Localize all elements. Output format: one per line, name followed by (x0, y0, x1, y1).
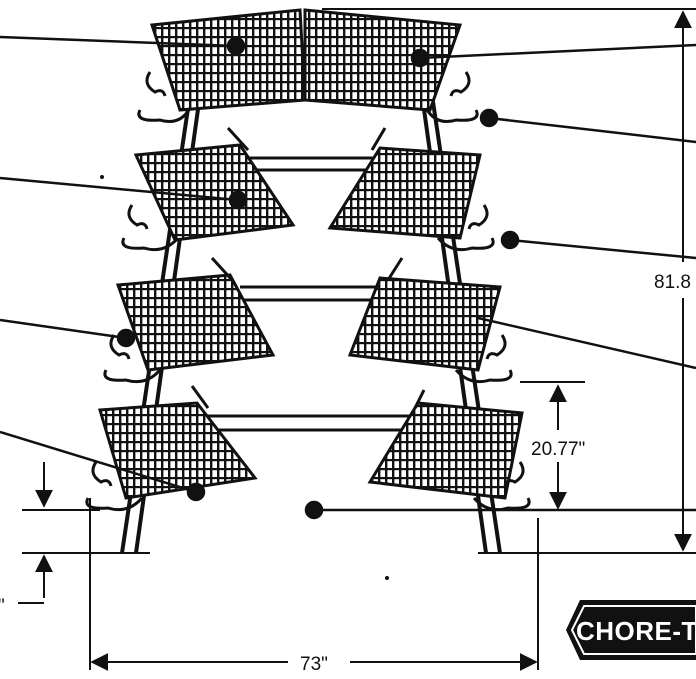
cage-tier-3 (115, 256, 502, 372)
logo-text: CHORE-T (576, 616, 696, 646)
bottom-clearance-label: " (0, 596, 5, 617)
tier-spacing-label: 20.77" (531, 439, 585, 460)
chore-time-logo: CHORE-T (566, 600, 696, 660)
callout-leaders (0, 35, 696, 520)
cage-tier-top (149, 8, 463, 112)
cage-tier-2 (133, 126, 482, 242)
dimension-lines (18, 8, 696, 671)
overall-height-label: 81.8 (654, 272, 691, 293)
cross-bars (205, 156, 410, 432)
stray-marks (100, 175, 389, 580)
base-width-label: 73" (300, 654, 328, 674)
feeder-troughs (85, 71, 531, 512)
